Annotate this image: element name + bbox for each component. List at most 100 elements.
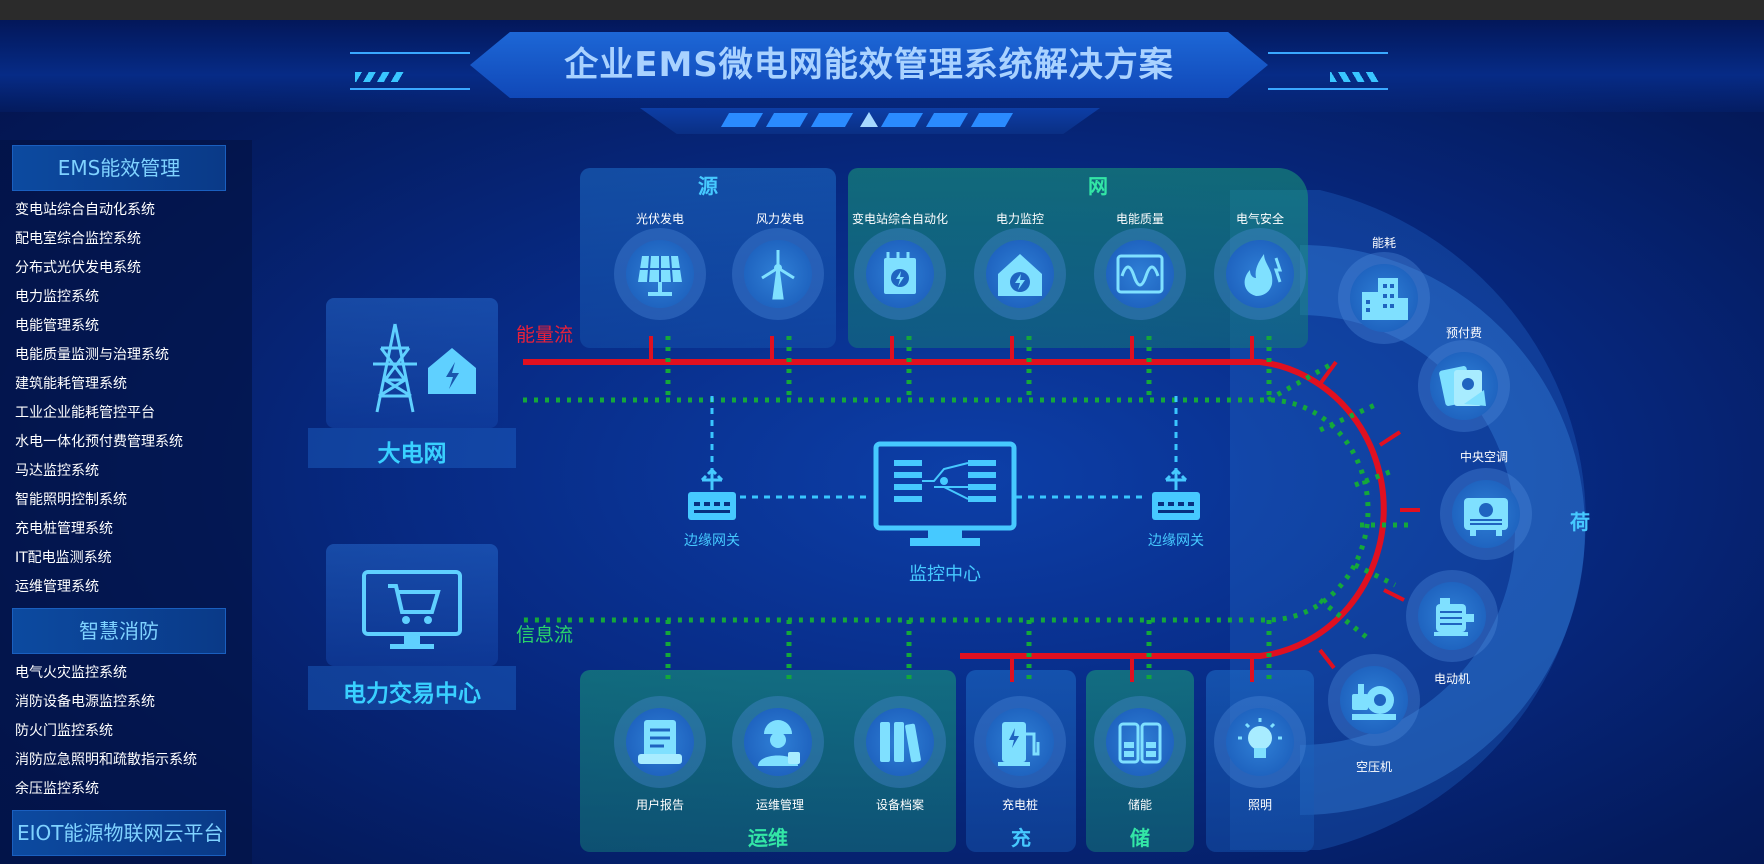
node-label-lighting: 照明 — [1247, 798, 1272, 812]
wind-turbine-icon — [761, 250, 795, 300]
node-lighting[interactable] — [1214, 696, 1306, 788]
info-flow-label: 信息流 — [516, 624, 574, 646]
sidebar-item[interactable]: 电气火灾监控系统 — [15, 665, 127, 681]
sidebar-item[interactable]: 消防应急照明和疏散指示系统 — [15, 752, 197, 768]
engineer-icon — [758, 720, 800, 766]
node-power-quality[interactable] — [1094, 228, 1186, 320]
archive-icon — [880, 722, 921, 763]
sidebar-category-ems[interactable]: EMS能效管理 — [12, 145, 226, 191]
sidebar-category-fire[interactable]: 智慧消防 — [12, 608, 226, 654]
power-monitor-icon — [998, 254, 1042, 296]
node-substation[interactable] — [854, 228, 946, 320]
fire-safety-icon — [1244, 254, 1283, 296]
node-label-equipment-archive: 设备档案 — [875, 798, 924, 812]
substation-icon — [884, 252, 916, 294]
node-label-user-report: 用户报告 — [635, 798, 684, 812]
node-user-report[interactable] — [614, 696, 706, 788]
node-label-compressor: 空压机 — [1355, 760, 1392, 774]
ac-unit-icon — [1464, 498, 1508, 536]
sidebar-item[interactable]: 电力监控系统 — [15, 289, 99, 305]
node-electrical-safety[interactable] — [1214, 228, 1306, 320]
edge-gateway-left-label: 边缘网关 — [684, 533, 740, 549]
building-icon — [1362, 278, 1408, 320]
node-central-ac[interactable] — [1440, 468, 1532, 560]
node-label-energy: 能耗 — [1371, 236, 1396, 250]
header-right-wing — [1268, 52, 1388, 90]
bulb-icon — [1238, 718, 1282, 758]
sidebar-item[interactable]: 变电站综合自动化系统 — [15, 202, 155, 218]
node-wind[interactable] — [732, 228, 824, 320]
node-label-power-quality: 电能质量 — [1115, 212, 1164, 226]
sidebar-item[interactable]: 分布式光伏发电系统 — [15, 260, 141, 276]
node-label-central-ac: 中央空调 — [1459, 450, 1508, 464]
sidebar-item[interactable]: 智能照明控制系统 — [15, 492, 127, 508]
sidebar-item[interactable]: 充电桩管理系统 — [15, 521, 113, 537]
source-label: 源 — [698, 174, 718, 198]
storage-label: 储 — [1130, 826, 1150, 850]
sidebar-item[interactable]: 建筑能耗管理系统 — [15, 376, 127, 392]
sidebar-category-eiot[interactable]: EIOT能源物联网云平台 — [12, 810, 226, 856]
grid-label: 网 — [1088, 174, 1108, 198]
node-energy[interactable] — [1338, 252, 1430, 344]
load-label: 荷 — [1570, 510, 1590, 534]
energy-flow-label: 能量流 — [516, 324, 574, 346]
charging-pile-icon — [998, 722, 1040, 766]
trade-side-label: 电力交易中心 — [343, 681, 481, 707]
node-label-ops-management: 运维管理 — [755, 798, 804, 812]
node-charging-pile[interactable] — [974, 696, 1066, 788]
sidebar-item[interactable]: 水电一体化预付费管理系统 — [15, 434, 183, 450]
edge-gateway-right-label: 边缘网关 — [1148, 533, 1204, 549]
node-compressor[interactable] — [1328, 654, 1420, 746]
node-storage[interactable] — [1094, 696, 1186, 788]
window-top-bar — [0, 0, 1764, 20]
house-power-icon — [428, 348, 476, 394]
node-solar[interactable] — [614, 228, 706, 320]
report-icon — [638, 720, 682, 764]
sidebar-item[interactable]: 消防设备电源监控系统 — [15, 694, 155, 710]
node-ops-management[interactable] — [732, 696, 824, 788]
sidebar-item[interactable]: 运维管理系统 — [15, 579, 99, 595]
node-label-motor: 电动机 — [1433, 672, 1470, 686]
node-label-charging-pile: 充电桩 — [1001, 798, 1038, 812]
compressor-icon — [1352, 684, 1396, 720]
sidebar-item[interactable]: 余压监控系统 — [15, 781, 99, 797]
node-label-power-monitor: 电力监控 — [995, 212, 1044, 226]
ops-label: 运维 — [748, 826, 788, 850]
header-left-wing — [350, 52, 470, 90]
sidebar-item[interactable]: IT配电监测系统 — [15, 550, 112, 566]
node-prepaid[interactable] — [1418, 340, 1510, 432]
node-label-electrical-safety: 电气安全 — [1235, 212, 1284, 226]
node-power-monitor[interactable] — [974, 228, 1066, 320]
battery-icon — [1118, 722, 1162, 764]
power-quality-icon — [1116, 254, 1164, 294]
cart-monitor-icon — [362, 570, 462, 649]
sidebar-item[interactable]: 马达监控系统 — [15, 463, 99, 479]
title-plate — [470, 32, 1268, 98]
sidebar-item[interactable]: 电能质量监测与治理系统 — [15, 347, 169, 363]
sidebar-item[interactable]: 工业企业能耗管控平台 — [15, 405, 155, 421]
monitor-center-label: 监控中心 — [909, 564, 981, 585]
triangle-icon — [860, 112, 878, 127]
node-equipment-archive[interactable] — [854, 696, 946, 788]
solar-panel-icon — [638, 255, 682, 296]
edge-gateway-right-icon[interactable] — [1148, 468, 1204, 524]
left-chevrons — [355, 72, 405, 82]
grid-side-label-bg — [308, 428, 516, 468]
pylon-icon — [373, 323, 417, 413]
sidebar-item[interactable]: 配电室综合监控系统 — [15, 231, 141, 247]
motor-icon — [1434, 598, 1474, 636]
sidebar — [0, 140, 252, 864]
node-label-storage: 储能 — [1127, 798, 1152, 812]
sidebar-item[interactable]: 电能管理系统 — [15, 318, 99, 334]
edge-gateway-left-icon[interactable] — [684, 468, 740, 524]
charge-label: 充 — [1011, 826, 1031, 850]
node-label-substation: 变电站综合自动化 — [851, 212, 948, 226]
trade-side-label-bg — [308, 666, 516, 710]
prepaid-card-icon — [1439, 366, 1486, 406]
sidebar-item[interactable]: 防火门监控系统 — [15, 723, 113, 739]
node-motor[interactable] — [1406, 570, 1498, 662]
node-label-solar: 光伏发电 — [635, 212, 684, 226]
monitor-center-icon[interactable] — [872, 440, 1018, 552]
